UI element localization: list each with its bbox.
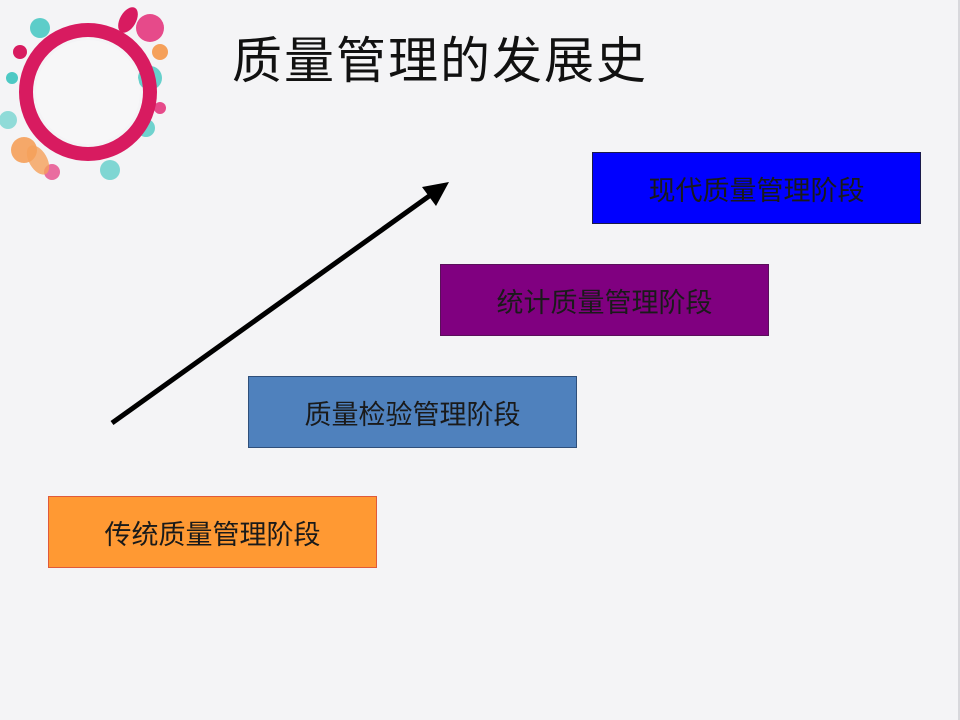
- stage-label: 质量检验管理阶段: [304, 399, 521, 431]
- stage-label: 现代质量管理阶段: [648, 175, 865, 207]
- decorative-ring-logo-icon: [0, 7, 168, 180]
- stage-box-modern: 现代质量管理阶段: [592, 152, 921, 224]
- stage-label: 传统质量管理阶段: [104, 519, 321, 551]
- page-title: 质量管理的发展史: [232, 32, 648, 90]
- stage-box-traditional: 传统质量管理阶段: [48, 496, 377, 568]
- stage-box-inspection: 质量检验管理阶段: [248, 376, 577, 448]
- stage-box-statistical: 统计质量管理阶段: [440, 264, 769, 336]
- stage-label: 统计质量管理阶段: [496, 287, 713, 319]
